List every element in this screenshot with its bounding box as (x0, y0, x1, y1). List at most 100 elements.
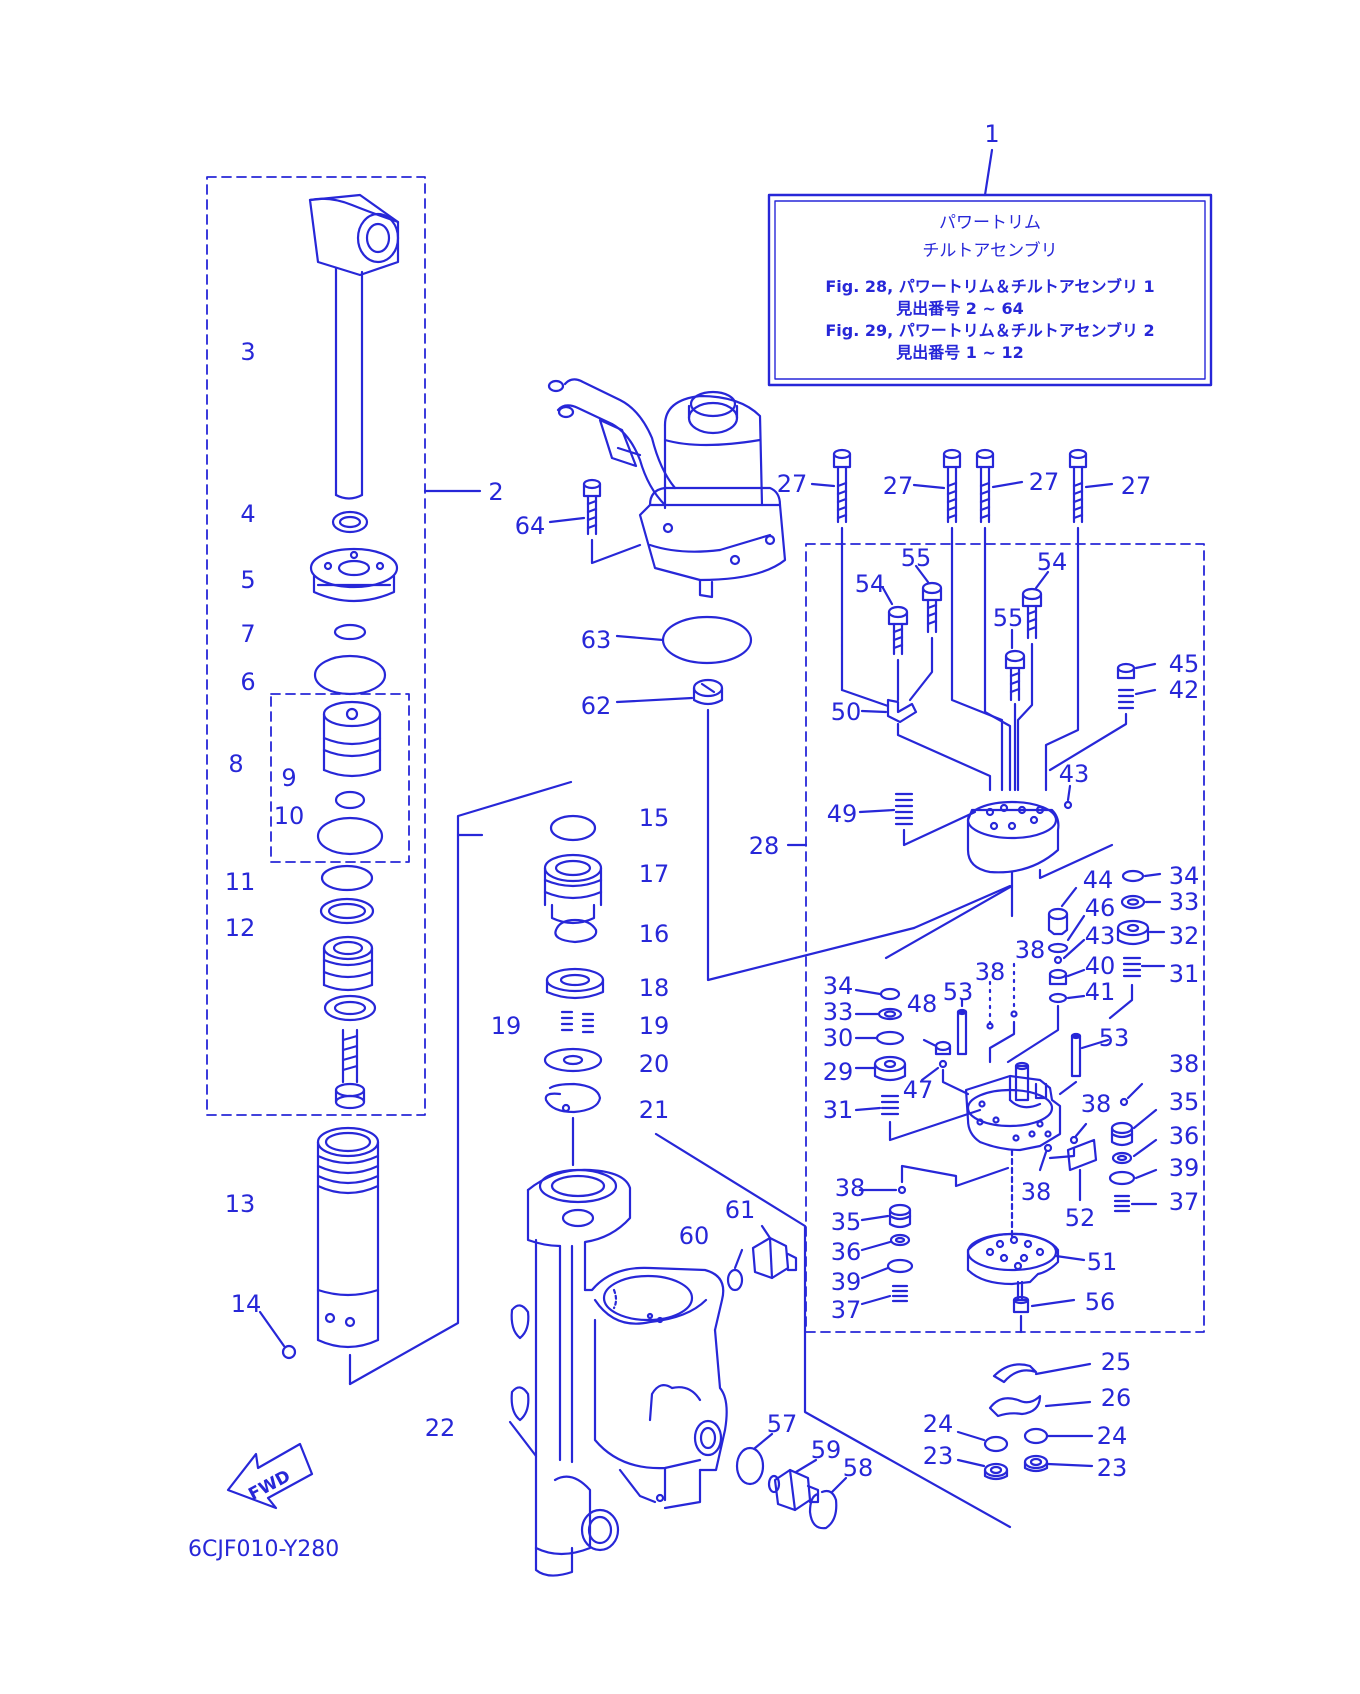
washer-20 (543, 1047, 603, 1073)
callout-53b: 53 (1099, 1024, 1130, 1052)
o-ring-24a (983, 1435, 1009, 1453)
rod-bolt (334, 1028, 366, 1110)
callout-27a: 27 (777, 470, 808, 498)
callout-18: 18 (639, 974, 670, 1002)
callout-25: 25 (1101, 1348, 1132, 1376)
o-ring-15 (549, 814, 597, 842)
fig29-reference: Fig. 29, パワートリム＆チルトアセンブリ 2 (825, 321, 1154, 340)
callout-5: 5 (240, 566, 255, 594)
clip-58 (808, 1489, 838, 1530)
pin-53a (956, 1008, 968, 1056)
spring-49 (894, 792, 914, 826)
callout-7: 7 (240, 620, 255, 648)
springs-19 (560, 1010, 595, 1034)
callout-33b: 33 (823, 998, 854, 1026)
callout-32: 32 (1169, 922, 1200, 950)
assembly-info-box: 1 パワートリム チルトアセンブリ Fig. 28, パワートリム＆チルトアセン… (767, 120, 1213, 387)
callout-38a: 38 (1015, 936, 1046, 964)
callout-60: 60 (679, 1222, 710, 1250)
pin-53b (1070, 1032, 1082, 1078)
callout-56: 56 (1085, 1288, 1116, 1316)
callout-54b: 54 (1037, 548, 1068, 576)
callout-9: 9 (281, 764, 296, 792)
callout-39a: 39 (1169, 1154, 1200, 1182)
callout-63: 63 (581, 626, 612, 654)
callout-38f: 38 (1021, 1178, 1052, 1206)
callout-38b: 38 (975, 958, 1006, 986)
o-ring-11 (320, 864, 374, 892)
callout-23a: 23 (923, 1442, 954, 1470)
callout-62: 62 (581, 692, 612, 720)
o-ring-33a (1120, 894, 1146, 910)
callout-43b: 43 (1085, 922, 1116, 950)
assembly-title-line1: パワートリム (939, 213, 1041, 233)
callout-58: 58 (843, 1454, 874, 1482)
callout-54a: 54 (855, 570, 886, 598)
valve-cap-18 (545, 967, 605, 1000)
callout-19a: 19 (491, 1012, 522, 1040)
callout-52: 52 (1065, 1204, 1096, 1232)
o-ring-9 (334, 790, 366, 810)
callout-57: 57 (767, 1410, 798, 1438)
callout-2: 2 (488, 478, 503, 506)
valve-body-17 (543, 853, 603, 925)
plug-48 (934, 1040, 952, 1056)
tilt-cylinder-body-22 (510, 1168, 728, 1577)
callout-31a: 31 (1169, 960, 1200, 988)
callout-27d: 27 (1121, 472, 1152, 500)
o-ring-41 (1048, 992, 1068, 1004)
bolt-64 (582, 478, 602, 536)
bolts-27 (832, 448, 1088, 524)
gasket-52 (1066, 1138, 1098, 1172)
callout-48: 48 (907, 990, 938, 1018)
fitting-61 (751, 1236, 798, 1280)
assembly-title-line2: チルトアセンブリ (922, 240, 1057, 261)
callout-1: 1 (984, 120, 999, 148)
callout-61: 61 (725, 1196, 756, 1224)
seal-12 (319, 897, 375, 925)
callout-64: 64 (515, 512, 546, 540)
callout-23b: 23 (1097, 1454, 1128, 1482)
callout-27b: 27 (883, 472, 914, 500)
spring-37b (891, 1284, 909, 1303)
trim-motor-assembly (547, 378, 787, 599)
o-ring-57 (735, 1446, 765, 1486)
callout-35a: 35 (1169, 1088, 1200, 1116)
callout-22: 22 (425, 1414, 456, 1442)
callout-13: 13 (225, 1190, 256, 1218)
callout-10: 10 (274, 802, 305, 830)
callout-34b: 34 (823, 972, 854, 1000)
callout-59: 59 (811, 1436, 842, 1464)
circlip-16 (554, 918, 598, 944)
callout-11: 11 (225, 868, 256, 896)
callout-35b: 35 (831, 1208, 862, 1236)
seal-26 (988, 1394, 1042, 1418)
piston-body (322, 935, 377, 1022)
seal-23b (1023, 1454, 1049, 1473)
callout-17: 17 (639, 860, 670, 888)
bolt-54a (887, 605, 909, 656)
callout-19b: 19 (639, 1012, 670, 1040)
callout-44: 44 (1083, 866, 1114, 894)
callout-38e: 38 (835, 1174, 866, 1202)
snap-ring-21 (544, 1082, 602, 1114)
fig28-range: 見出番号 2 ~ 64 (895, 299, 1024, 318)
callout-36a: 36 (1169, 1122, 1200, 1150)
o-ring-7 (333, 623, 367, 641)
callout-40: 40 (1085, 952, 1116, 980)
callout-55a: 55 (901, 544, 932, 572)
callout-3: 3 (240, 338, 255, 366)
o-ring-36b (889, 1233, 911, 1247)
filter-62 (692, 678, 724, 706)
plug-40 (1048, 968, 1068, 986)
callout-24b: 24 (1097, 1422, 1128, 1450)
callout-33a: 33 (1169, 888, 1200, 916)
bolt-56 (1012, 1280, 1030, 1314)
cap-32 (1116, 919, 1150, 946)
callout-45: 45 (1169, 650, 1200, 678)
tilt-rod-group-box (206, 176, 426, 1116)
o-ring-24b (1023, 1427, 1049, 1445)
valve-block (966, 800, 1060, 874)
callout-39b: 39 (831, 1268, 862, 1296)
spring-37a (1113, 1194, 1131, 1213)
